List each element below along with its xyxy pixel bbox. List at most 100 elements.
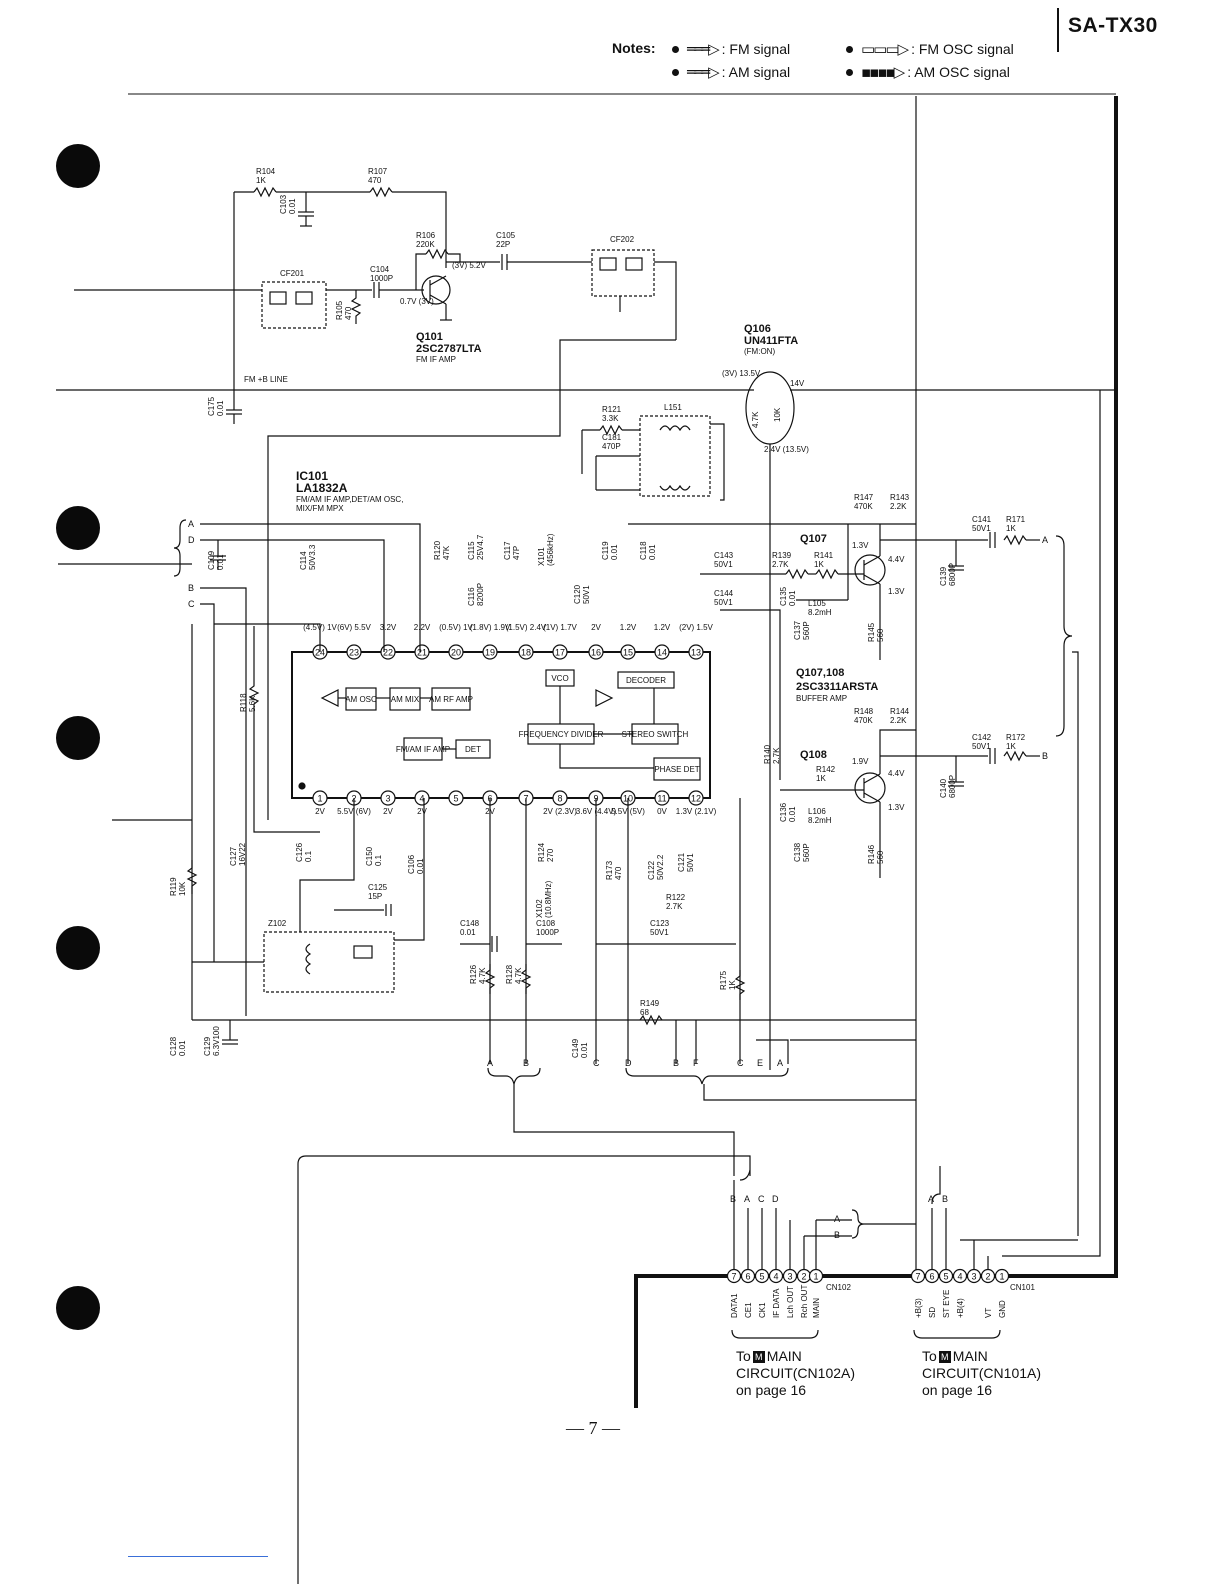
annotation-label: 1.3V	[888, 803, 905, 812]
model-number: SA-TX30	[1068, 14, 1158, 37]
legend-text: : FM OSC signal	[911, 41, 1014, 57]
cn102-pin-7-number: 7	[731, 1272, 736, 1282]
ic-pin-20-number: 20	[451, 648, 461, 658]
resistor-r119	[186, 860, 198, 894]
component-value-c144: 50V1	[714, 598, 733, 607]
component-ref-r171: R171	[1006, 515, 1026, 524]
component-value-r139: 2.7K	[772, 560, 789, 569]
transistor-q107	[854, 554, 886, 586]
ic-pin-15-number: 15	[623, 648, 633, 658]
component-ref-c139: C139	[939, 566, 948, 586]
legend-text: : AM OSC signal	[907, 64, 1010, 80]
pin-voltage-22: 3.2V	[380, 623, 397, 632]
dest-to: To	[736, 1348, 751, 1364]
pin-voltage-4: 2V	[417, 807, 427, 816]
ic-pin-18-number: 18	[521, 648, 531, 658]
q107-108-ref: Q107,108	[796, 667, 844, 679]
component-ref-r173: R173	[605, 860, 614, 880]
component-ref-c122: C122	[647, 860, 656, 880]
component-value-r145: 560	[876, 628, 885, 642]
component-value-r142: 1K	[816, 774, 826, 783]
block-label: STEREO SWITCH	[622, 730, 689, 739]
component-ref-c109: C109	[207, 550, 216, 570]
ic-pin-21-number: 21	[417, 648, 427, 658]
component-value-r106: 220K	[416, 240, 435, 249]
dest-circuit: CIRCUIT(CN102A)	[736, 1365, 856, 1381]
component-ref-c181: C181	[602, 433, 622, 442]
bus-letter-cn101-a: A	[928, 1194, 934, 1204]
component-ref-r122: R122	[666, 893, 686, 902]
component-ref-l151: L151	[664, 403, 682, 412]
q108-ref: Q108	[800, 749, 827, 761]
component-ref-r126: R126	[469, 964, 478, 984]
annotation-label: 4.7K	[751, 411, 760, 428]
component-ref-c135: C135	[779, 586, 788, 606]
annotation-label: 4.4V	[888, 769, 905, 778]
component-ref-c125: C125	[368, 883, 388, 892]
component-value-c119: 0.01	[610, 544, 619, 560]
cn101-pin-5-number: 5	[943, 1272, 948, 1282]
bus-letter-f: F	[693, 1058, 699, 1068]
component-ref-r145: R145	[867, 622, 876, 642]
cn102-pin-5-number: 5	[759, 1272, 764, 1282]
cn102-pin-3-number: 3	[787, 1272, 792, 1282]
ic101-outline	[291, 651, 711, 799]
board-outline	[634, 96, 1118, 1408]
block-label: PHASE DET	[654, 765, 699, 774]
component-value-c135: 0.01	[788, 590, 797, 606]
ic-pin-13	[688, 644, 704, 660]
pin-voltage-3: 2V	[383, 807, 393, 816]
binder-hole-icon	[56, 716, 100, 760]
component-ref-c136: C136	[779, 802, 788, 822]
component-ref-c126: C126	[295, 842, 304, 862]
legend-fm-osc-signal: ▭▭▭▷ : FM OSC signal	[846, 40, 1014, 58]
q107-108-func: BUFFER AMP	[796, 694, 847, 703]
component-ref-r149: R149	[640, 999, 660, 1008]
component-value-r105: 470	[344, 306, 353, 320]
cn102-pin-4-number: 4	[773, 1272, 778, 1282]
notes-title: Notes:	[612, 40, 656, 56]
component-value-c136: 0.01	[788, 806, 797, 822]
component-ref-r175: R175	[719, 970, 728, 990]
cn101-pin-3-number: 3	[971, 1272, 976, 1282]
component-value-c116: 8200P	[476, 583, 485, 606]
block-label: AM OSC	[345, 695, 377, 704]
component-value-r121: 3.3K	[602, 414, 619, 423]
component-value-r171: 1K	[1006, 524, 1016, 533]
cn102-pin-7	[726, 1268, 742, 1284]
bus-letter-cn101-b: B	[942, 1194, 948, 1204]
block-am-rf-amp	[431, 687, 471, 711]
component-value-c117: 47P	[512, 546, 521, 560]
transistor-q101	[421, 275, 451, 305]
component-ref-c138: C138	[793, 842, 802, 862]
component-ref-r104: R104	[256, 167, 276, 176]
component-value-r148: 470K	[854, 716, 873, 725]
coil-l151	[639, 415, 711, 497]
ic-pin-16-number: 16	[591, 648, 601, 658]
bus-letter-a: A	[777, 1058, 783, 1068]
ic-part: LA1832A	[296, 481, 348, 495]
component-value-x102: (10.8MHz)	[544, 880, 553, 918]
component-ref-c148: C148	[460, 919, 480, 928]
component-value-r172: 1K	[1006, 742, 1016, 751]
legend-text: : AM signal	[721, 64, 791, 80]
legend-fm-signal: ═══▷ : FM signal	[672, 40, 790, 58]
component-value-c123: 50V1	[650, 928, 669, 937]
board-marker-icon: M	[938, 1351, 951, 1363]
component-value-c138: 560P	[802, 843, 811, 862]
component-ref-r118: R118	[239, 693, 248, 712]
component-ref-r120: R120	[433, 540, 442, 560]
component-ref-r105: R105	[335, 300, 344, 320]
component-value-c143: 50V1	[714, 560, 733, 569]
ic-pin-19	[482, 644, 498, 660]
component-ref-r106: R106	[416, 231, 436, 240]
outline-arrow-icon: ═══▷	[687, 63, 720, 81]
component-value-r149: 68	[640, 1008, 649, 1017]
buffer-amp-section	[628, 96, 1079, 1276]
component-value-r144: 2.2K	[890, 716, 907, 725]
pin-voltage-11: 0V	[657, 807, 667, 816]
bus-letter-cn102-in-b: B	[834, 1230, 840, 1240]
ic-pin-4-number: 4	[419, 794, 424, 804]
ic-pin-1-number: 1	[317, 794, 322, 804]
